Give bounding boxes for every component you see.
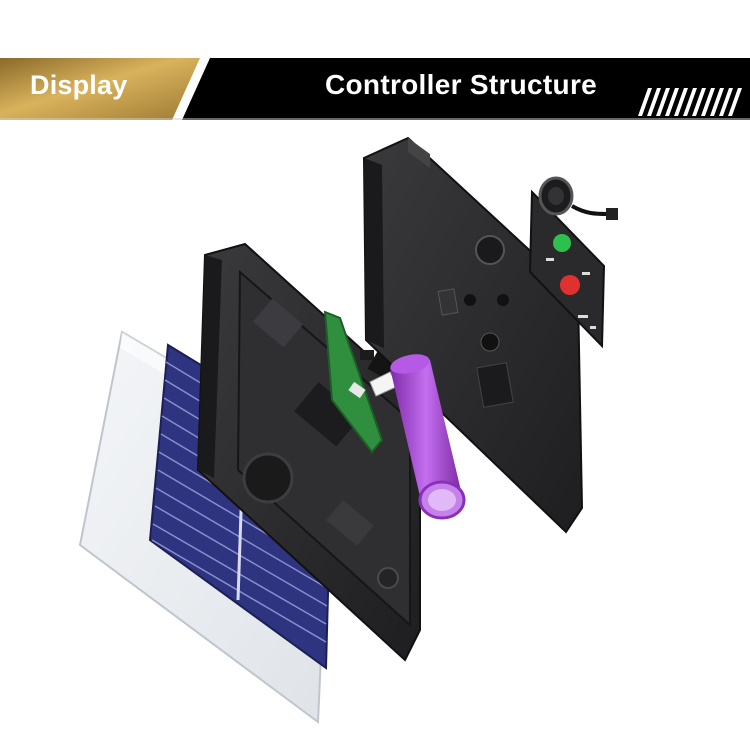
banner-title: Controller Structure xyxy=(325,69,598,100)
knob-connector xyxy=(538,176,618,220)
gold-tab xyxy=(0,58,200,120)
banner-left-label: Display xyxy=(30,70,128,100)
green-button-icon xyxy=(553,234,571,252)
circuit-board xyxy=(323,310,384,454)
stripe-pattern-icon xyxy=(638,88,742,116)
front-housing xyxy=(362,136,584,534)
header-banner: Display Controller Structure xyxy=(0,58,750,120)
red-button-icon xyxy=(560,275,580,295)
back-housing xyxy=(196,242,421,662)
banner-background xyxy=(0,58,750,120)
battery xyxy=(390,354,466,520)
control-panel-sticker xyxy=(528,189,606,349)
black-bar xyxy=(182,58,750,120)
